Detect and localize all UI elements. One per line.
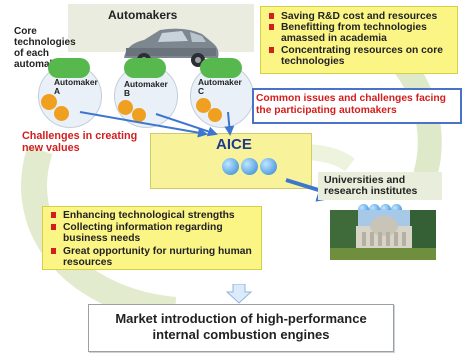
benefit-item: Saving R&D cost and resources bbox=[267, 11, 453, 22]
core-tech-dot bbox=[54, 106, 69, 121]
universities-panel bbox=[318, 172, 442, 200]
automaker-benefits-box: Saving R&D cost and resources Benefittin… bbox=[260, 6, 458, 74]
aice-dot bbox=[241, 158, 258, 175]
university-benefit-text: Enhancing technological strengths bbox=[63, 210, 235, 221]
benefit-item: Concentrating resources on core technolo… bbox=[267, 45, 453, 67]
core-tech-dot bbox=[41, 94, 57, 110]
automaker-a-green-top bbox=[48, 58, 90, 78]
university-dot bbox=[369, 204, 380, 215]
core-tech-dot bbox=[208, 108, 222, 122]
automaker-b-label: Automaker B bbox=[124, 80, 184, 98]
university-dot bbox=[391, 204, 402, 215]
market-introduction-text: Market introduction of high-performance … bbox=[115, 311, 367, 342]
aice-dot bbox=[222, 158, 239, 175]
university-dot bbox=[380, 204, 391, 215]
automaker-c-label: Automaker C bbox=[198, 78, 242, 96]
automaker-a-text: Automaker A bbox=[54, 77, 98, 96]
challenges-text: Challenges in creating new values bbox=[22, 130, 138, 154]
university-photo bbox=[330, 210, 436, 260]
automaker-b-green-top bbox=[124, 58, 166, 78]
common-issues-box bbox=[252, 88, 462, 124]
benefit-text: Benefitting from technologies amassed in… bbox=[281, 22, 427, 45]
university-benefits-box: Enhancing technological strengths Collec… bbox=[42, 206, 262, 270]
core-tech-dot bbox=[118, 100, 133, 115]
automaker-b-text: Automaker B bbox=[124, 79, 168, 98]
core-technologies-label: Core technologies of each automaker bbox=[14, 26, 76, 70]
university-benefits-list: Enhancing technological strengths Collec… bbox=[43, 207, 261, 268]
aice-dot bbox=[260, 158, 277, 175]
benefit-text: Saving R&D cost and resources bbox=[281, 11, 438, 22]
university-benefit-text: Great opportunity for nurturing human re… bbox=[63, 245, 252, 268]
common-issues-text: Common issues and challenges facing the … bbox=[256, 93, 446, 116]
down-arrow bbox=[226, 284, 252, 304]
universities-title: Universities and research institutes bbox=[324, 174, 418, 197]
university-benefit-text: Collecting information regarding busines… bbox=[63, 222, 223, 245]
benefit-text: Concentrating resources on core technolo… bbox=[281, 44, 443, 67]
automaker-c-green-top bbox=[200, 58, 242, 78]
core-tech-dot bbox=[196, 98, 211, 113]
university-dot bbox=[358, 204, 369, 215]
automaker-c-text: Automaker C bbox=[198, 77, 242, 96]
university-benefit-item: Great opportunity for nurturing human re… bbox=[49, 246, 257, 268]
market-introduction-box: Market introduction of high-performance … bbox=[88, 304, 394, 352]
automakers-title: Automakers bbox=[108, 8, 178, 22]
university-benefit-item: Enhancing technological strengths bbox=[49, 210, 257, 221]
benefit-item: Benefitting from technologies amassed in… bbox=[267, 22, 453, 44]
university-benefit-item: Collecting information regarding busines… bbox=[49, 222, 257, 244]
automaker-a-label: Automaker A bbox=[54, 78, 98, 96]
aice-title: AICE bbox=[216, 136, 252, 153]
automaker-benefits-list: Saving R&D cost and resources Benefittin… bbox=[261, 7, 457, 67]
core-tech-dot bbox=[132, 108, 146, 122]
